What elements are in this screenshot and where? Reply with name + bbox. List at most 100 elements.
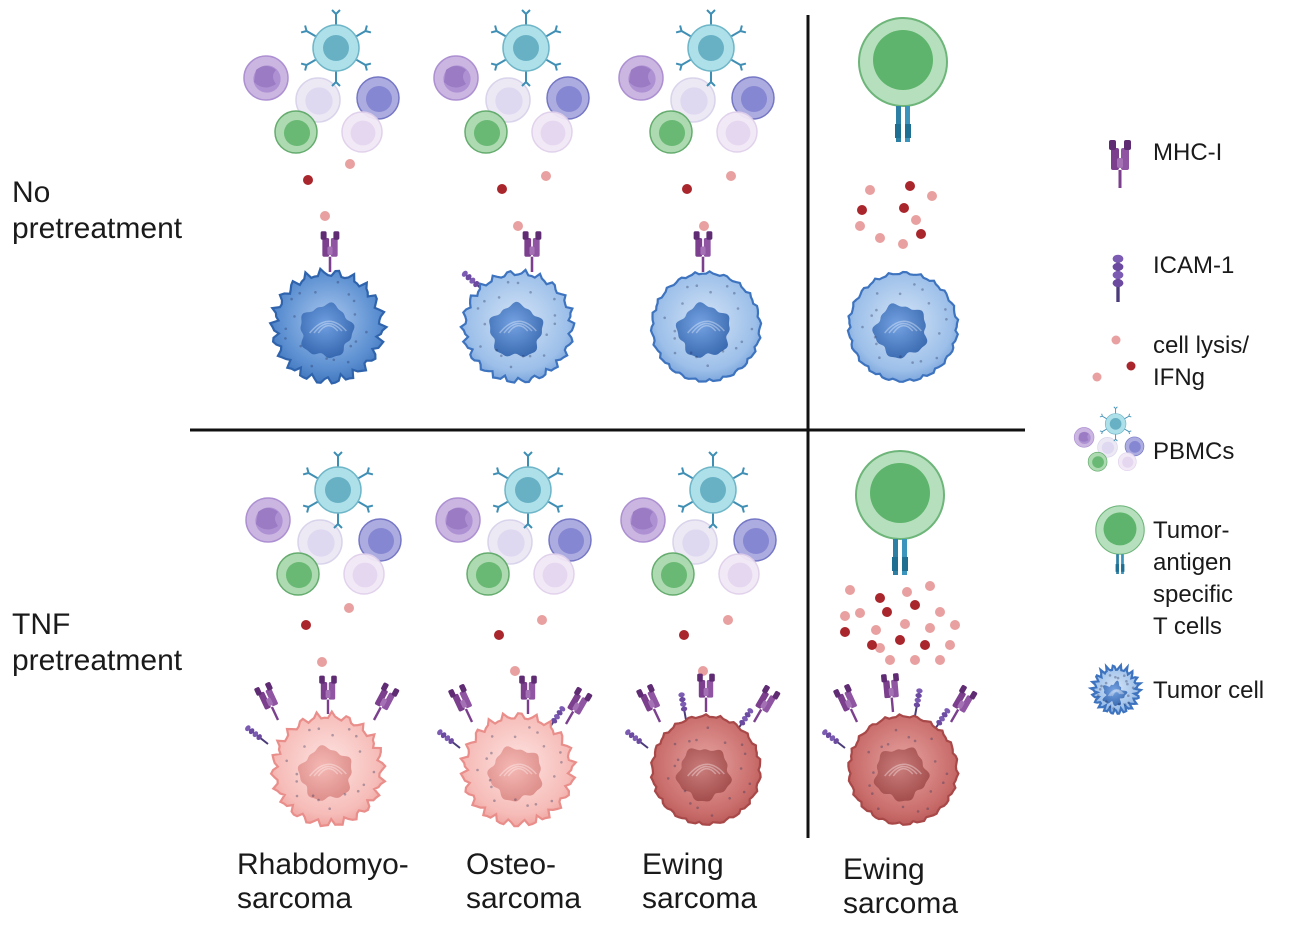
lysis-dot-top-7 — [726, 171, 736, 181]
icam-1-icon — [1112, 254, 1124, 302]
mhc-i-tnf-3-2 — [949, 684, 978, 723]
cell-lysis-dots-icon-light — [1092, 372, 1102, 382]
lysis-dot-bottom-3 — [494, 630, 504, 640]
tumor-cell-tnf-3 — [847, 713, 960, 826]
lysis-dot-top-0 — [303, 175, 313, 185]
lysis-dot-tcell-bottom-18 — [910, 655, 920, 665]
tumor-cell-untreated-1 — [459, 268, 576, 384]
lysis-dot-tcell-top-8 — [916, 229, 926, 239]
lysis-dot-tcell-bottom-5 — [882, 607, 892, 617]
tumor-antigen-t-cell-bottom — [855, 450, 945, 575]
mhc-i-untreated-0 — [320, 231, 340, 272]
lysis-dot-tcell-top-4 — [899, 203, 909, 213]
tumor-cell-tnf-0 — [269, 709, 387, 828]
lysis-dot-top-5 — [513, 221, 523, 231]
tumor-cells — [268, 266, 960, 828]
lysis-dot-top-2 — [320, 211, 330, 221]
pbmc-cluster-bottom-0 — [245, 451, 402, 596]
tumor-cell-tnf-2 — [649, 713, 762, 826]
lysis-dot-tcell-bottom-21 — [840, 611, 850, 621]
lysis-dot-tcell-bottom-13 — [875, 643, 885, 653]
legend-label-icam-1: ICAM-1 — [1153, 252, 1235, 279]
lysis-dot-tcell-bottom-12 — [950, 620, 960, 630]
mhc-i-untreated-2 — [693, 231, 713, 272]
lysis-dot-tcell-top-3 — [857, 205, 867, 215]
mhc-i-tnf-2-1 — [697, 673, 715, 712]
column-label-ewing-sarcoma-tcell: Ewing sarcoma — [843, 853, 959, 920]
lysis-dot-bottom-7 — [723, 615, 733, 625]
tumor-cell-untreated-2 — [649, 270, 763, 383]
lysis-dot-bottom-8 — [698, 666, 708, 676]
row-label-no-pretreatment: No pretreatment — [12, 176, 183, 245]
pbmc-cluster-bottom-2 — [620, 451, 777, 596]
tumor-antigen-t-cell-top — [858, 17, 948, 142]
pbmc-cluster-bottom-1 — [435, 451, 592, 596]
lysis-dot-tcell-bottom-16 — [945, 640, 955, 650]
lysis-dot-top-3 — [497, 184, 507, 194]
pbmc-cluster-top-2 — [618, 9, 775, 154]
t-cell-icon — [1095, 505, 1145, 574]
mhc-i-icon — [1109, 140, 1131, 188]
lysis-dot-tcell-bottom-11 — [925, 623, 935, 633]
lysis-dot-tcell-bottom-2 — [902, 587, 912, 597]
lysis-dot-tcell-bottom-1 — [875, 593, 885, 603]
cell-lysis-dots-icon-dark — [1126, 361, 1136, 371]
icam-1-tnf-3-3 — [822, 729, 846, 749]
icam-1-tnf-2-5 — [678, 692, 688, 721]
tumor-cell-untreated-3 — [846, 270, 960, 383]
lysis-dot-tcell-top-0 — [865, 185, 875, 195]
pbmc-clusters — [243, 9, 777, 596]
lysis-dot-top-8 — [699, 221, 709, 231]
legend-label-pbmcs: PBMCs — [1153, 438, 1235, 465]
lysis-dot-tcell-bottom-10 — [900, 619, 910, 629]
mhc-i-tnf-1-2 — [564, 686, 593, 725]
legend-label-t-cells: Tumor- antigen specific T cells — [1153, 517, 1234, 640]
lysis-dot-bottom-4 — [537, 615, 547, 625]
mhc-i-tnf-3-1 — [881, 673, 899, 713]
mhc-i-tnf-2-2 — [752, 684, 781, 723]
lysis-dot-bottom-1 — [344, 603, 354, 613]
icam-1-tnf-1-3 — [437, 729, 461, 749]
pbmc-cluster-icon — [1073, 406, 1145, 472]
pbmc-cluster-top-1 — [433, 9, 590, 154]
column-label-rhabdomyosarcoma: Rhabdomyo- sarcoma — [237, 848, 409, 915]
lysis-dot-top-1 — [345, 159, 355, 169]
lysis-dot-top-4 — [541, 171, 551, 181]
legend-icons — [1073, 140, 1145, 715]
mhc-i-tnf-3-0 — [833, 684, 859, 723]
lysis-dot-tcell-top-1 — [905, 181, 915, 191]
legend-label-tumor-cell: Tumor cell — [1153, 677, 1265, 704]
mhc-i-tnf-1-0 — [448, 684, 474, 723]
lysis-dot-top-6 — [682, 184, 692, 194]
mhc-i-untreated-1 — [522, 231, 542, 272]
mhc-i-tnf-2-0 — [636, 684, 662, 723]
lysis-dot-tcell-bottom-8 — [840, 627, 850, 637]
pbmc-cluster-top-0 — [243, 9, 400, 154]
lysis-dot-tcell-bottom-4 — [855, 608, 865, 618]
lysis-dot-tcell-bottom-19 — [935, 655, 945, 665]
cell-lysis-dots-icon — [1111, 335, 1121, 345]
column-label-osteosarcoma: Osteo- sarcoma — [466, 848, 582, 915]
icam-1-tnf-0-3 — [245, 725, 269, 745]
tumor-cell-untreated-0 — [268, 266, 389, 385]
lysis-dots — [301, 159, 960, 676]
mhc-i-tnf-0-1 — [319, 675, 337, 714]
icam-1-tnf-3-5 — [913, 688, 923, 717]
lysis-dot-bottom-0 — [301, 620, 311, 630]
lysis-dot-tcell-bottom-15 — [920, 640, 930, 650]
legend-label-mhc-i: MHC-I — [1153, 139, 1223, 166]
row-label-tnf-pretreatment: TNF pretreatment — [12, 608, 183, 677]
mhc-i-tnf-1-1 — [519, 675, 537, 714]
column-label-ewing-sarcoma: Ewing sarcoma — [642, 848, 758, 915]
lysis-dot-tcell-top-5 — [911, 215, 921, 225]
lysis-dot-tcell-bottom-20 — [867, 640, 877, 650]
lysis-dot-tcell-top-9 — [855, 221, 865, 231]
t-cells — [855, 17, 948, 575]
mhc-i-tnf-0-2 — [372, 682, 400, 721]
lysis-dot-tcell-top-6 — [875, 233, 885, 243]
lysis-dot-tcell-bottom-7 — [935, 607, 945, 617]
lysis-dot-tcell-bottom-6 — [910, 600, 920, 610]
lysis-dot-tcell-bottom-9 — [871, 625, 881, 635]
